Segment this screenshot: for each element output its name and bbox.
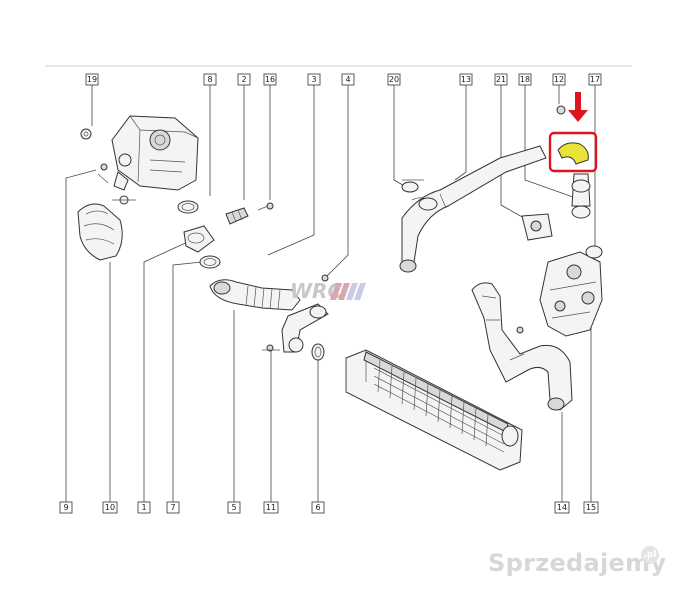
bolt-12 — [556, 105, 566, 115]
callout-20: 20 — [387, 73, 409, 189]
bolt-11 — [262, 344, 280, 352]
svg-text:21: 21 — [496, 75, 506, 84]
clamp-20 — [401, 179, 424, 193]
svg-text:8: 8 — [207, 75, 212, 84]
svg-text:2: 2 — [241, 75, 246, 84]
callout-6: 6 — [311, 358, 325, 514]
o-ring-6 — [311, 343, 325, 361]
intercooler-hose-13 — [399, 145, 547, 273]
svg-text:4: 4 — [345, 75, 350, 84]
svg-text:17: 17 — [590, 75, 600, 84]
pipe-4 — [281, 274, 329, 353]
o-ring-8 — [177, 200, 199, 214]
callout-10: 10 — [102, 262, 118, 514]
svg-text:16: 16 — [265, 75, 275, 84]
site-watermark-suffix: .pl — [641, 546, 659, 564]
callout-9: 9 — [59, 169, 97, 514]
svg-text:13: 13 — [461, 75, 471, 84]
watermark: WRC — [290, 279, 366, 303]
connector-1 — [183, 225, 215, 253]
site-watermark: Sprzedajemy — [488, 549, 667, 577]
elbow-10 — [112, 171, 136, 205]
svg-text:11: 11 — [266, 503, 276, 512]
callout-21: 21 — [494, 73, 525, 219]
callout-5: 5 — [227, 310, 241, 514]
bolt-9 — [97, 163, 109, 184]
callout-8: 8 — [203, 73, 217, 196]
callout-4: 4 — [324, 73, 355, 279]
callout-2: 2 — [237, 73, 251, 200]
callout-16: 16 — [263, 73, 277, 200]
svg-text:12: 12 — [554, 75, 564, 84]
svg-text:9: 9 — [63, 503, 68, 512]
callout-11: 11 — [263, 350, 279, 514]
svg-text:19: 19 — [87, 75, 97, 84]
svg-text:15: 15 — [586, 503, 596, 512]
highlighted-part-17 — [548, 92, 598, 173]
callout-1: 1 — [137, 239, 193, 514]
hose-14 — [471, 282, 573, 411]
callout-18: 18 — [518, 73, 574, 198]
turbo-housing — [111, 115, 199, 191]
svg-text:6: 6 — [315, 503, 320, 512]
callout-7: 7 — [166, 261, 203, 514]
callout-14: 14 — [554, 412, 570, 514]
bolt-16 — [257, 202, 274, 211]
callout-13: 13 — [454, 73, 473, 181]
clamp-18 — [571, 173, 591, 219]
throttle-body-15 — [539, 245, 603, 337]
svg-text:3: 3 — [311, 75, 316, 84]
svg-text:1: 1 — [141, 503, 146, 512]
hose-10 — [77, 203, 123, 261]
svg-text:18: 18 — [520, 75, 530, 84]
o-ring-7 — [199, 255, 221, 269]
callout-3: 3 — [267, 73, 321, 256]
svg-text:5: 5 — [231, 503, 236, 512]
valve-21 — [521, 213, 553, 241]
svg-text:14: 14 — [557, 503, 567, 512]
intake-hose-5 — [209, 279, 301, 311]
sensor-2 — [225, 207, 249, 225]
intercooler — [345, 349, 523, 471]
callout-19: 19 — [85, 73, 99, 126]
svg-text:7: 7 — [170, 503, 175, 512]
callout-12: 12 — [552, 73, 566, 104]
svg-text:10: 10 — [105, 503, 115, 512]
svg-text:20: 20 — [389, 75, 399, 84]
washer-19 — [80, 128, 92, 140]
